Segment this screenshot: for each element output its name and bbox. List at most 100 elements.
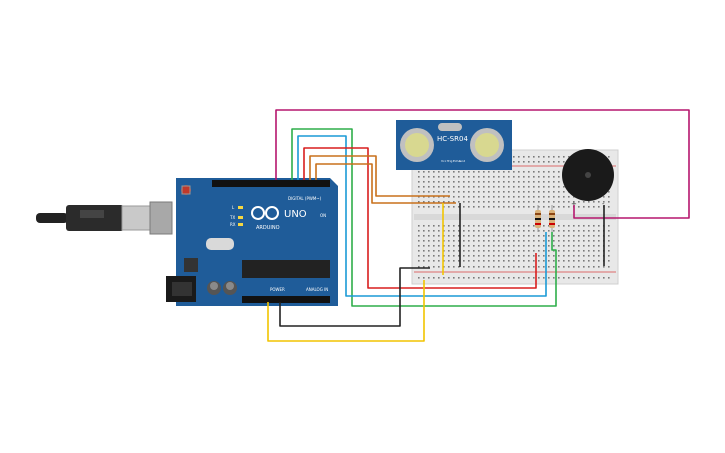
breadboard-hole [458,245,460,247]
breadboard-hole [428,186,430,188]
breadboard-hole [548,230,550,232]
breadboard-hole [588,245,590,247]
breadboard-hole [483,225,485,227]
breadboard-hole [548,225,550,227]
breadboard-hole [538,250,540,252]
breadboard-hole [528,161,530,163]
breadboard-hole [563,206,565,208]
breadboard-hole [543,230,545,232]
breadboard-hole [538,240,540,242]
breadboard-hole [513,161,515,163]
breadboard-hole [503,225,505,227]
breadboard-hole [498,255,500,257]
breadboard-hole [473,176,475,178]
breadboard-hole [583,245,585,247]
breadboard-hole [498,181,500,183]
breadboard-hole [543,156,545,158]
breadboard-hole [468,266,470,268]
breadboard-hole [588,260,590,262]
breadboard-hole [438,171,440,173]
breadboard-hole [503,260,505,262]
breadboard-hole [533,250,535,252]
breadboard-hole [503,171,505,173]
breadboard-hole [533,225,535,227]
breadboard-hole [558,161,560,163]
breadboard-hole [433,230,435,232]
breadboard-hole [433,206,435,208]
breadboard-hole [563,230,565,232]
breadboard-hole [473,196,475,198]
breadboard-hole [458,176,460,178]
breadboard-hole [518,161,520,163]
breadboard-hole [503,201,505,203]
breadboard-hole [548,206,550,208]
breadboard-hole [498,245,500,247]
breadboard-hole [508,250,510,252]
breadboard-hole [538,260,540,262]
breadboard-hole [493,186,495,188]
breadboard-hole [433,171,435,173]
breadboard-hole [468,201,470,203]
breadboard-hole [418,260,420,262]
breadboard-hole [463,266,465,268]
on-label: ON [320,213,326,218]
breadboard-hole [423,277,425,279]
breadboard-hole [563,161,565,163]
breadboard-hole [458,186,460,188]
breadboard-hole [488,260,490,262]
breadboard-hole [448,266,450,268]
breadboard-hole [543,196,545,198]
breadboard-hole [608,206,610,208]
sensor-pin-echo: Echo [453,159,460,163]
breadboard-hole [538,277,540,279]
breadboard-hole [528,181,530,183]
breadboard-hole [478,201,480,203]
breadboard-hole [553,176,555,178]
breadboard-hole [438,201,440,203]
breadboard-hole [518,201,520,203]
breadboard-hole [418,245,420,247]
breadboard-hole [508,266,510,268]
breadboard-hole [558,201,560,203]
breadboard-hole [468,245,470,247]
breadboard-hole [573,201,575,203]
breadboard-hole [543,206,545,208]
breadboard-hole [463,255,465,257]
breadboard-hole [438,277,440,279]
breadboard-hole [428,255,430,257]
breadboard-hole [503,277,505,279]
breadboard-hole [443,186,445,188]
breadboard-hole [443,171,445,173]
breadboard-hole [488,230,490,232]
breadboard-hole [563,186,565,188]
breadboard-hole [568,255,570,257]
breadboard-hole [573,255,575,257]
breadboard-hole [458,235,460,237]
breadboard-hole [553,277,555,279]
breadboard-hole [583,201,585,203]
breadboard-hole [503,176,505,178]
breadboard-hole [603,201,605,203]
breadboard-hole [568,201,570,203]
breadboard-hole [423,235,425,237]
breadboard-hole [548,196,550,198]
breadboard-hole [458,277,460,279]
breadboard-hole [448,225,450,227]
breadboard-hole [503,240,505,242]
breadboard-hole [418,181,420,183]
breadboard-hole [518,206,520,208]
breadboard-hole [583,235,585,237]
breadboard-hole [543,250,545,252]
breadboard-hole [468,250,470,252]
breadboard-hole [578,240,580,242]
breadboard-hole [593,250,595,252]
breadboard-hole [433,176,435,178]
breadboard-hole [578,245,580,247]
reset-button[interactable] [181,185,191,195]
breadboard-hole [558,156,560,158]
breadboard-hole [568,196,570,198]
breadboard-hole [523,176,525,178]
breadboard-hole [428,225,430,227]
breadboard-hole [513,171,515,173]
